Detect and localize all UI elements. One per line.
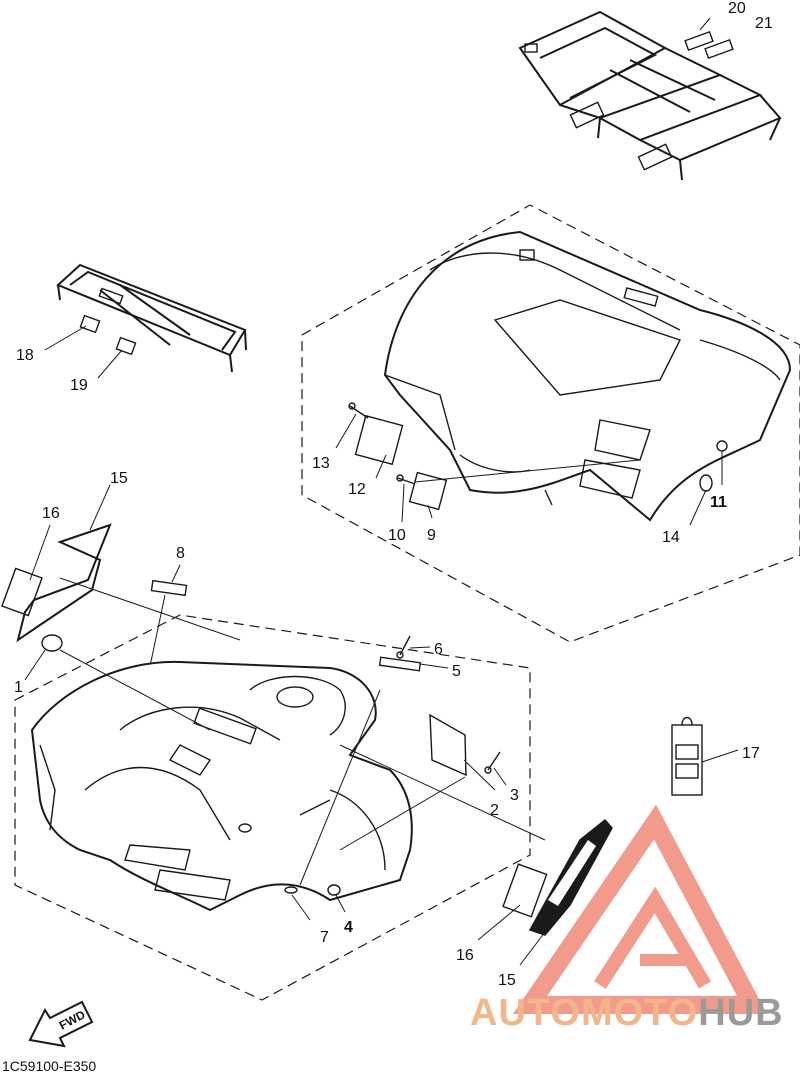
diagram-sheet-code: 1C59100-E350	[2, 1058, 97, 1074]
label-sticker-20	[684, 30, 714, 52]
wordmark-part-auto: AUTOMOTO	[470, 992, 699, 1034]
callout-6: 6	[434, 641, 443, 658]
plate-5	[378, 656, 422, 672]
callout-16-left: 16	[42, 505, 60, 522]
warning-tag-17	[671, 716, 703, 796]
automotohub-logo-mark	[512, 804, 767, 1014]
callout-4: 4	[344, 919, 353, 936]
forward-direction-arrow: FWD	[28, 1000, 94, 1048]
callout-3: 3	[510, 787, 519, 804]
label-sticker-21	[704, 38, 734, 60]
callout-10: 10	[388, 527, 406, 544]
callout-19: 19	[70, 377, 88, 394]
label-sticker-19	[115, 336, 137, 356]
callout-14: 14	[662, 529, 680, 546]
screw-3	[484, 751, 501, 774]
side-cover-emblem-15-right	[528, 818, 613, 936]
decal-8	[150, 579, 188, 597]
side-decal-16-left	[1, 567, 43, 617]
callout-12: 12	[348, 481, 366, 498]
front-fender-group-boundary	[14, 614, 531, 1001]
callout-17: 17	[742, 745, 760, 762]
callout-15-right: 15	[498, 972, 516, 989]
callout-1: 1	[14, 679, 23, 696]
screw-13	[348, 402, 369, 419]
rear-fender	[383, 230, 792, 522]
callout-11: 11	[710, 494, 727, 511]
callout-5: 5	[452, 663, 461, 680]
nut-11	[716, 440, 728, 452]
callout-9: 9	[427, 527, 436, 544]
screw-10	[396, 474, 416, 485]
callout-7: 7	[320, 929, 329, 946]
mud-flap-12	[354, 414, 404, 466]
mud-flap-9	[408, 471, 448, 511]
washer-14	[699, 474, 713, 492]
screw-6	[396, 635, 411, 659]
callout-16-right: 16	[456, 947, 474, 964]
rear-fender-group-boundary	[301, 204, 800, 643]
washer-4	[327, 884, 341, 896]
callout-18: 18	[16, 347, 34, 364]
callout-21: 21	[755, 15, 773, 32]
callout-2: 2	[490, 802, 499, 819]
side-decal-16-right	[502, 863, 548, 918]
front-carrier-rack	[56, 263, 247, 373]
wordmark-part-hub: HUB	[698, 992, 784, 1034]
front-fender	[30, 660, 413, 912]
callout-15-left: 15	[110, 470, 128, 487]
callout-8: 8	[176, 545, 185, 562]
mud-flap-2	[429, 713, 467, 777]
label-sticker-18	[79, 314, 101, 334]
automotohub-wordmark: AUTOMOTOHUB	[470, 992, 784, 1035]
side-cover-emblem-15-left	[16, 523, 112, 643]
callout-13: 13	[312, 455, 330, 472]
callout-20: 20	[728, 0, 746, 17]
emblem-1	[41, 634, 63, 652]
rear-carrier-rack	[518, 10, 782, 181]
grommet-7	[284, 886, 298, 894]
